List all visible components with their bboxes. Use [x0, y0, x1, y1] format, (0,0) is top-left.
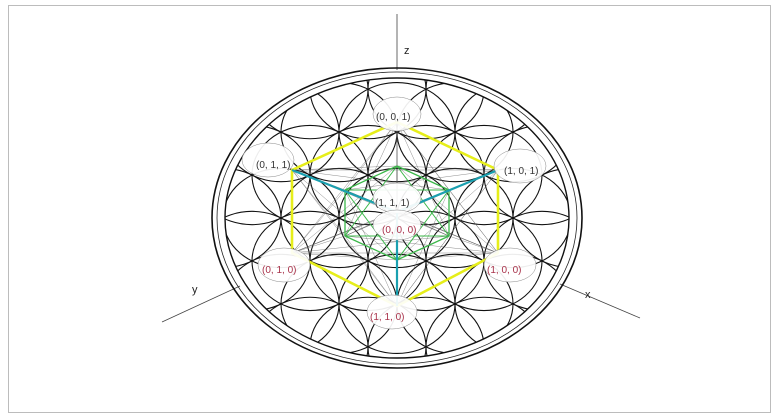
x-axis-line: [560, 284, 640, 318]
flower-circle: [165, 168, 281, 267]
vertex-label-101: (1, 0, 1): [504, 166, 538, 177]
vertex-label-000: (0, 0, 0): [382, 225, 416, 236]
metatron-line: [345, 122, 397, 190]
vertex-label-110: (1, 1, 0): [370, 312, 404, 323]
metatron-line: [292, 190, 345, 253]
y-axis-label: y: [192, 284, 198, 296]
vertex-label-001: (0, 0, 1): [376, 112, 410, 123]
metatron-line: [345, 236, 498, 253]
vertex-label-111: (1, 1, 1): [375, 198, 409, 209]
inner-hex-edge: [397, 236, 449, 260]
flower-circle: [513, 168, 629, 267]
vertex-label-100: (1, 0, 0): [487, 265, 521, 276]
y-axis-line: [162, 286, 240, 322]
metatron-line: [292, 236, 345, 253]
metatron-line: [292, 166, 397, 170]
metatron-line: [449, 190, 498, 253]
vertex-label-011: (0, 1, 1): [256, 160, 290, 171]
inner-hex-edge: [345, 236, 397, 260]
z-axis-label: z: [404, 45, 410, 57]
metatron-line: [397, 253, 498, 260]
vertex-label-010: (0, 1, 0): [262, 265, 296, 276]
x-axis-label: x: [585, 289, 591, 301]
